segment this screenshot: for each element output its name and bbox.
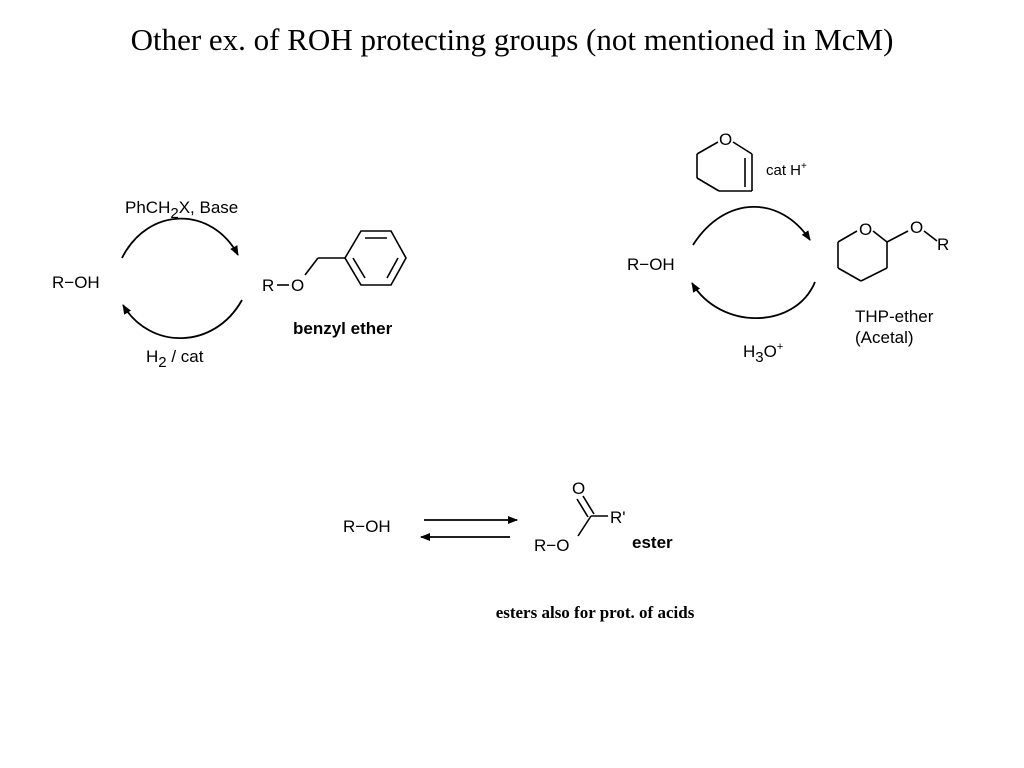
benzyl-forward-reagent: PhCH2X, Base xyxy=(125,198,238,222)
ester-alkoxy: R−O xyxy=(534,536,569,555)
thp-product-name-line1: THP-ether xyxy=(855,307,934,326)
thp-bond-1 xyxy=(837,230,858,243)
thp-reverse-arrow xyxy=(691,281,816,320)
dhp-bond-3 xyxy=(696,177,720,192)
thp-product-r: R xyxy=(937,235,949,254)
thp-bond-3 xyxy=(837,267,862,282)
thp-bond-6 xyxy=(872,230,888,243)
ester-structure: O R' R−O xyxy=(534,479,626,555)
benzyl-reactant-label: R−OH xyxy=(52,273,100,292)
benzyl-product-name: benzyl ether xyxy=(293,319,393,338)
ester-product-name: ester xyxy=(632,533,673,552)
thp-reverse-reagent: H3O+ xyxy=(743,341,783,366)
dihydropyran-structure: O xyxy=(696,130,753,192)
thp-chain-o: O xyxy=(910,218,923,237)
thp-c-o-bond xyxy=(886,230,909,243)
benzyl-forward-arrow xyxy=(121,217,239,259)
thp-o-r-bond xyxy=(923,230,938,242)
slide-title: Other ex. of ROH protecting groups (not … xyxy=(130,22,894,57)
ester-scheme: R−OH O R' R−O ester xyxy=(343,479,673,555)
ester-r-prime: R' xyxy=(610,508,626,527)
thp-reactant-label: R−OH xyxy=(627,255,675,274)
thp-ether-scheme: O cat H+ R−OH O xyxy=(627,130,949,366)
thp-forward-arrow xyxy=(692,206,811,246)
o-ch2-bond xyxy=(304,257,319,276)
dhp-bond-1 xyxy=(696,141,719,155)
ester-c-o-double-2 xyxy=(582,495,595,515)
ester-carbonyl-o: O xyxy=(572,479,585,498)
benzyl-product-r: R xyxy=(262,276,274,295)
dihydropyran-o: O xyxy=(719,130,732,149)
thp-bond-4 xyxy=(860,267,888,282)
benzene-double-bond-2 xyxy=(386,257,399,279)
thp-ring-o: O xyxy=(859,220,872,239)
benzene-ring xyxy=(344,230,407,286)
thp-catalyst: cat H+ xyxy=(766,161,807,179)
dhp-bond-6 xyxy=(732,141,753,155)
thp-ether-structure: O O R xyxy=(837,218,949,282)
ester-c-o-double-1 xyxy=(576,498,589,518)
ester-c-o-bond xyxy=(577,515,592,537)
benzyl-reverse-reagent: H2 / cat xyxy=(146,347,204,371)
benzyl-ether-structure: R O xyxy=(262,230,407,295)
benzyl-ether-scheme: R−OH PhCH2X, Base H2 / cat R O benzyl et… xyxy=(52,198,407,371)
footnote: esters also for prot. of acids xyxy=(495,603,695,622)
ester-reactant-label: R−OH xyxy=(343,517,391,536)
thp-product-name-line2: (Acetal) xyxy=(855,328,914,347)
benzene-double-bond-3 xyxy=(352,257,366,279)
benzyl-product-o: O xyxy=(291,276,304,295)
benzyl-reverse-arrow xyxy=(122,299,243,340)
